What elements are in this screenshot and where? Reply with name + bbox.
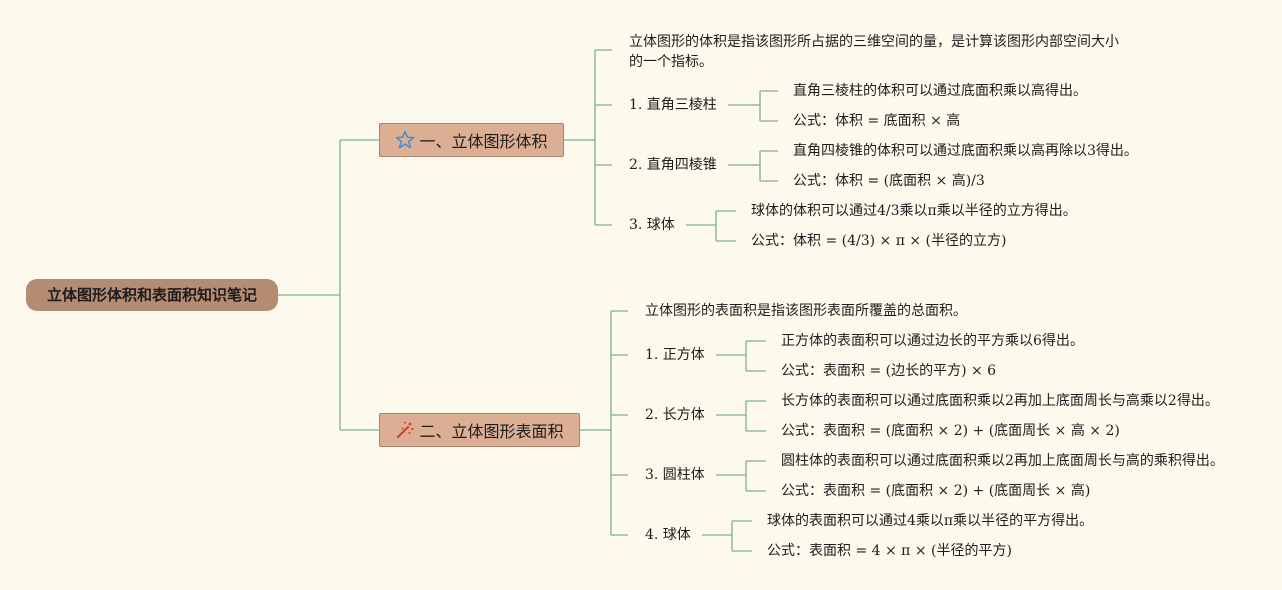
branch-volume[interactable]: 一、立体图形体积 (379, 123, 564, 157)
surface-item-desc: 长方体的表面积可以通过底面积乘以2再加上底面周长与高乘以2得出。 (781, 393, 1219, 409)
surface-item-formula: 公式：表面积 = (边长的平方) × 6 (781, 363, 997, 379)
surface-item-name[interactable]: 1. 正方体 (645, 347, 705, 363)
volume-item-formula: 公式：体积 = (4/3) × π × (半径的立方) (751, 233, 1007, 249)
surface-item-formula: 公式：表面积 = (底面积 × 2) + (底面周长 × 高) (781, 483, 1091, 499)
volume-item-name[interactable]: 3. 球体 (629, 217, 675, 233)
volume-item-desc: 球体的体积可以通过4/3乘以π乘以半径的立方得出。 (751, 203, 1077, 219)
surface-item-desc: 圆柱体的表面积可以通过底面积乘以2再加上底面周长与高的乘积得出。 (781, 453, 1224, 469)
surface-item-name[interactable]: 4. 球体 (645, 527, 691, 543)
volume-item-name[interactable]: 2. 直角四棱锥 (629, 157, 717, 173)
surface-item-name[interactable]: 3. 圆柱体 (645, 467, 705, 483)
magic-wand-icon (395, 420, 415, 440)
volume-item-formula: 公式：体积 = 底面积 × 高 (793, 113, 961, 129)
surface-item-formula: 公式：表面积 = 4 × π × (半径的平方) (767, 543, 1012, 559)
surface-item-name[interactable]: 2. 长方体 (645, 407, 705, 423)
volume-item-formula: 公式：体积 = (底面积 × 高)/3 (793, 173, 985, 189)
branch-volume-title: 一、立体图形体积 (419, 132, 548, 151)
surface-item-formula: 公式：表面积 = (底面积 × 2) + (底面周长 × 高 × 2) (781, 423, 1120, 439)
star-icon (395, 130, 415, 150)
volume-item-name[interactable]: 1. 直角三棱柱 (629, 97, 717, 113)
branch-surface[interactable]: 二、立体图形表面积 (379, 413, 580, 447)
surface-intro: 立体图形的表面积是指该图形表面所覆盖的总面积。 (645, 303, 967, 319)
surface-item-desc: 球体的表面积可以通过4乘以π乘以半径的平方得出。 (767, 513, 1094, 529)
root-node[interactable]: 立体图形体积和表面积知识笔记 (26, 279, 278, 311)
volume-item-desc: 直角四棱锥的体积可以通过底面积乘以高再除以3得出。 (793, 143, 1138, 159)
volume-intro: 立体图形的体积是指该图形所占据的三维空间的量，是计算该图形内部空间大小的一个指标… (629, 34, 1119, 70)
surface-item-desc: 正方体的表面积可以通过边长的平方乘以6得出。 (781, 333, 1084, 349)
volume-item-desc: 直角三棱柱的体积可以通过底面积乘以高得出。 (793, 83, 1087, 99)
branch-surface-title: 二、立体图形表面积 (419, 422, 564, 441)
